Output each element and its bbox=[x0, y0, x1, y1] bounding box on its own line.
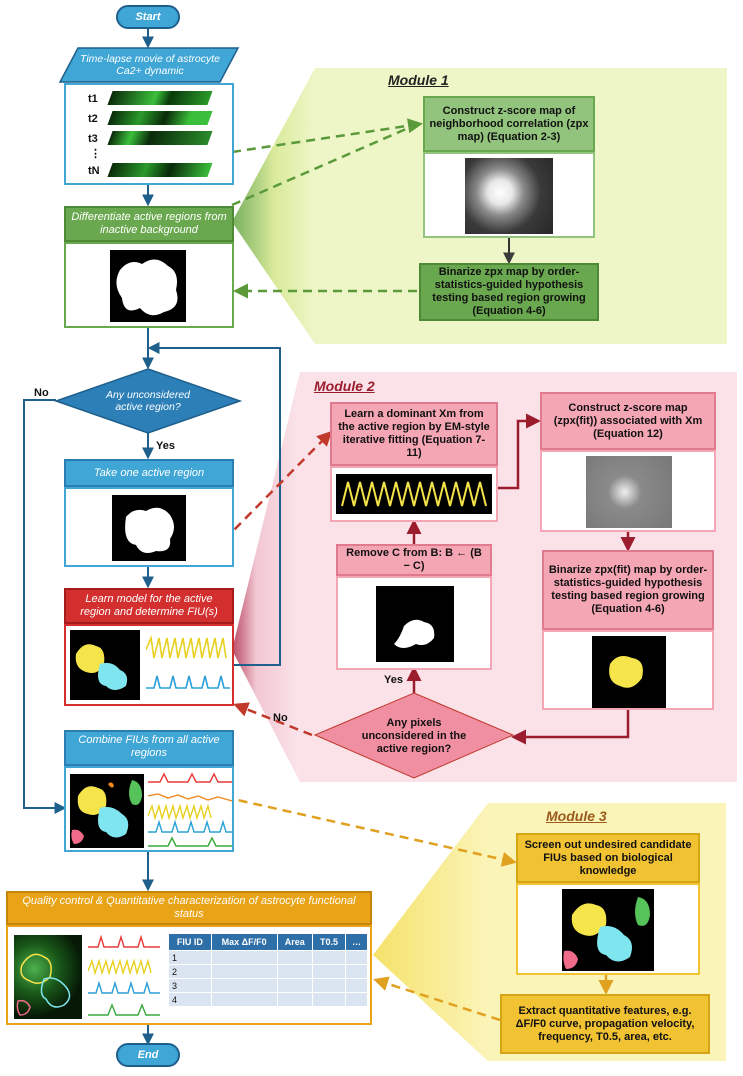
decision-diamond bbox=[53, 368, 243, 434]
module2-learn-box bbox=[330, 466, 498, 522]
binary-mask-image bbox=[110, 250, 186, 322]
table-header-fiu-id: FIU ID bbox=[168, 933, 212, 951]
differentiate-label: Differentiate active regions from inacti… bbox=[64, 206, 234, 242]
table-header-max: Max ΔF/F0 bbox=[210, 933, 278, 951]
fiu-traces bbox=[146, 635, 230, 689]
fit-binary-image bbox=[592, 636, 666, 708]
decision-yes: Yes bbox=[156, 440, 175, 452]
qc-traces bbox=[88, 935, 160, 1016]
module3-extract-label: Extract quantitative features, e.g. ΔF/F… bbox=[500, 994, 710, 1054]
qc-box: FIU ID Max ΔF/F0 Area T0.5 … 1 2 3 4 bbox=[6, 925, 372, 1025]
frame-label-tn: tN bbox=[88, 165, 100, 177]
start-terminator bbox=[116, 5, 180, 29]
module1-title: Module 1 bbox=[388, 72, 449, 88]
table-header-t05: T0.5 bbox=[312, 933, 346, 951]
module2-binarize-label: Binarize zpx(fit) map by order-statistic… bbox=[542, 550, 714, 630]
qc-overlay-image bbox=[14, 935, 82, 1019]
module3-screen-box bbox=[516, 883, 700, 975]
region-mask-image bbox=[112, 495, 186, 561]
combined-traces bbox=[148, 772, 232, 847]
differentiate-box bbox=[64, 242, 234, 328]
frame-image-3 bbox=[107, 131, 213, 145]
learn-label: Learn model for the active region and de… bbox=[64, 588, 234, 624]
qc-label: Quality control & Quantitative character… bbox=[6, 891, 372, 925]
table-row: 4 bbox=[168, 992, 369, 1007]
take-label: Take one active region bbox=[64, 459, 234, 487]
combined-map-image bbox=[70, 774, 144, 848]
frame-label-t1: t1 bbox=[88, 93, 98, 105]
module3-screen-label: Screen out undesired candidate FIUs base… bbox=[516, 833, 700, 883]
movie-frames-box: t1 t2 t3 ⋮ tN bbox=[64, 83, 234, 185]
decision-no: No bbox=[34, 387, 49, 399]
input-label: Time-lapse movie of astrocyte Ca2+ dynam… bbox=[80, 53, 220, 77]
frame-image-n bbox=[107, 163, 213, 177]
module1-funnel bbox=[232, 68, 315, 344]
end-label: End bbox=[137, 1048, 159, 1061]
module1-construct-box bbox=[423, 152, 595, 238]
frame-label-t3: t3 bbox=[88, 133, 98, 145]
frame-image-1 bbox=[107, 91, 213, 105]
module2-remove-box bbox=[336, 576, 492, 670]
combine-box bbox=[64, 766, 234, 852]
table-row: 2 bbox=[168, 964, 369, 979]
module3-funnel bbox=[373, 803, 488, 1061]
frame-image-2 bbox=[107, 111, 213, 125]
start-label: Start bbox=[135, 10, 161, 23]
module2-yes: Yes bbox=[384, 674, 403, 686]
module1-construct-label: Construct z-score map of neighborhood co… bbox=[423, 96, 595, 152]
module2-construct-box bbox=[540, 450, 716, 532]
table-row: 3 bbox=[168, 978, 369, 993]
module3-title: Module 3 bbox=[546, 808, 607, 824]
fiu-map-image bbox=[70, 630, 140, 700]
end-terminator bbox=[116, 1043, 180, 1067]
frame-label-dots: ⋮ bbox=[90, 148, 101, 160]
module2-no: No bbox=[273, 712, 288, 724]
module2-construct-label: Construct z-score map (zpx(fit)) associa… bbox=[540, 392, 716, 450]
decision-label: Any unconsidered active region? bbox=[105, 389, 191, 413]
zscore-map-image bbox=[465, 158, 553, 234]
pixels-decision-diamond bbox=[313, 692, 515, 779]
input-parallelogram bbox=[58, 47, 240, 83]
table-row: 1 bbox=[168, 950, 369, 965]
take-box bbox=[64, 487, 234, 567]
module2-pixels-label: Any pixels unconsidered in the active re… bbox=[361, 716, 467, 755]
fit-zscore-image bbox=[586, 456, 672, 528]
frame-label-t2: t2 bbox=[88, 113, 98, 125]
table-header-area: Area bbox=[276, 933, 314, 951]
fiu-table: FIU ID Max ΔF/F0 Area T0.5 … 1 2 3 4 bbox=[168, 933, 369, 1007]
remaining-region-image bbox=[376, 586, 454, 662]
table-header-more: … bbox=[344, 933, 369, 951]
module2-title: Module 2 bbox=[314, 378, 375, 394]
module1-binarize-label: Binarize zpx map by order-statistics-gui… bbox=[419, 263, 599, 321]
module2-learn-label: Learn a dominant Xm from the active regi… bbox=[330, 402, 498, 466]
combine-label: Combine FIUs from all active regions bbox=[64, 730, 234, 766]
dominant-trace-image bbox=[336, 474, 492, 514]
screened-map-image bbox=[562, 889, 654, 971]
learn-box bbox=[64, 624, 234, 706]
module2-remove-label: Remove C from B: B ← (B − C) bbox=[336, 544, 492, 576]
module2-funnel bbox=[232, 372, 300, 782]
module2-binarize-box bbox=[542, 630, 714, 710]
